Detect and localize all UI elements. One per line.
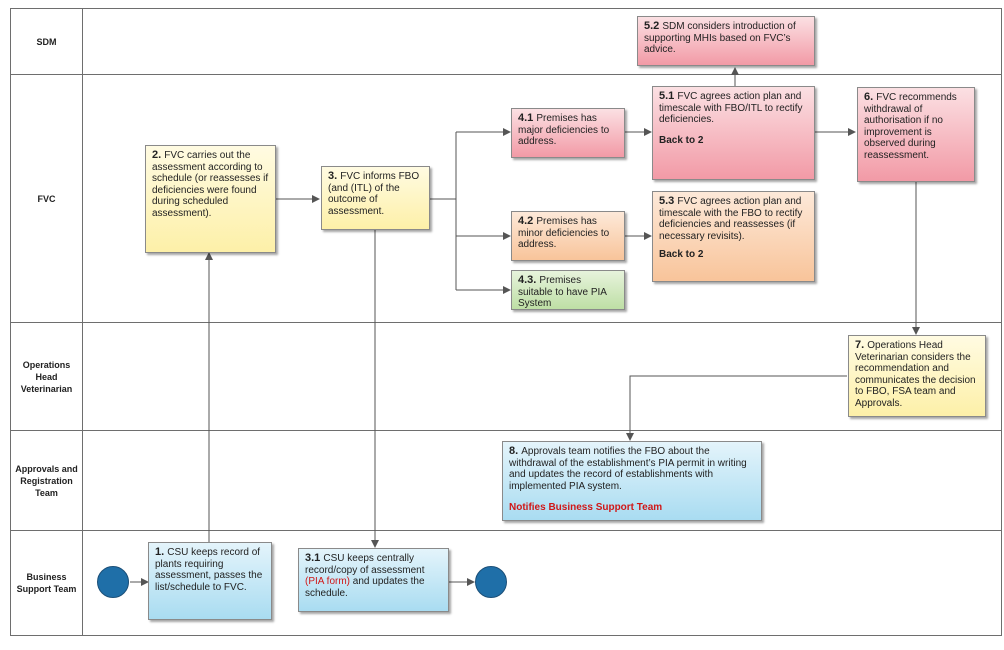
step-8-note: Notifies Business Support Team bbox=[509, 502, 663, 513]
step-3-1-text-a: CSU keeps centrally record/copy of asses… bbox=[305, 553, 425, 576]
step-5-1-text: FVC agrees action plan and timescale wit… bbox=[659, 91, 803, 125]
step-1-number: 1. bbox=[155, 546, 168, 558]
step-1-text: CSU keeps record of plants requiring ass… bbox=[155, 547, 263, 593]
lane-sdm: SDM bbox=[10, 8, 1002, 74]
step-6-text: FVC recommends withdrawal of authorisati… bbox=[864, 92, 957, 161]
step-4-1-number: 4.1 bbox=[518, 112, 537, 124]
step-8-number: 8. bbox=[509, 445, 522, 457]
step-2-number: 2. bbox=[152, 149, 165, 161]
step-3-1-pia-form: (PIA form) bbox=[305, 576, 351, 587]
step-4-2-box: 4.2 Premises has minor deficiencies to a… bbox=[511, 211, 625, 261]
step-4-3-text: Premises suitable to have PIA System bbox=[518, 275, 607, 309]
step-5-3-number: 5.3 bbox=[659, 195, 678, 207]
step-1-box: 1. CSU keeps record of plants requiring … bbox=[148, 542, 272, 620]
step-2-text: FVC carries out the assessment according… bbox=[152, 150, 269, 219]
lane-label-art: Approvals and Registration Team bbox=[11, 431, 83, 530]
step-3-1-text-b: and updates the schedule. bbox=[305, 576, 425, 599]
lane-label-ohv: Operations Head Veterinarian bbox=[11, 323, 83, 430]
lane-label-fvc: FVC bbox=[11, 75, 83, 322]
lane-label-bst: Business Support Team bbox=[11, 531, 83, 635]
step-7-number: 7. bbox=[855, 339, 868, 351]
step-5-1-number: 5.1 bbox=[659, 90, 678, 102]
step-5-3-box: 5.3 FVC agrees action plan and timescale… bbox=[652, 191, 815, 282]
step-8-box: 8. Approvals team notifies the FBO about… bbox=[502, 441, 762, 521]
step-3-1-number: 3.1 bbox=[305, 552, 324, 564]
step-3-box: 3. FVC informs FBO (and (ITL) of the out… bbox=[321, 166, 430, 230]
step-3-text: FVC informs FBO (and (ITL) of the outcom… bbox=[328, 171, 420, 217]
step-5-3-text: FVC agrees action plan and timescale wit… bbox=[659, 196, 803, 242]
step-4-3-box: 4.3. Premises suitable to have PIA Syste… bbox=[511, 270, 625, 310]
step-5-3-back-label: Back to 2 bbox=[659, 249, 704, 260]
step-6-box: 6. FVC recommends withdrawal of authoris… bbox=[857, 87, 975, 182]
start-event bbox=[97, 566, 129, 598]
step-7-text: Operations Head Veterinarian considers t… bbox=[855, 340, 976, 409]
step-5-2-box: 5.2 SDM considers introduction of suppor… bbox=[637, 16, 815, 66]
step-6-number: 6. bbox=[864, 91, 877, 103]
step-8-text: Approvals team notifies the FBO about th… bbox=[509, 446, 747, 492]
step-5-1-box: 5.1 FVC agrees action plan and timescale… bbox=[652, 86, 815, 180]
step-5-2-text: SDM considers introduction of supporting… bbox=[644, 21, 796, 55]
step-4-2-number: 4.2 bbox=[518, 215, 537, 227]
step-4-1-box: 4.1 Premises has major deficiencies to a… bbox=[511, 108, 625, 158]
end-event bbox=[475, 566, 507, 598]
step-3-1-box: 3.1 CSU keeps centrally record/copy of a… bbox=[298, 548, 449, 612]
lane-label-sdm: SDM bbox=[11, 9, 83, 74]
step-3-number: 3. bbox=[328, 170, 341, 182]
step-4-2-text: Premises has minor deficiencies to addre… bbox=[518, 216, 610, 250]
step-7-box: 7. Operations Head Veterinarian consider… bbox=[848, 335, 986, 417]
step-4-1-text: Premises has major deficiencies to addre… bbox=[518, 113, 610, 147]
step-5-1-back-label: Back to 2 bbox=[659, 134, 704, 146]
arrow-7-to-8 bbox=[626, 375, 847, 441]
step-5-2-number: 5.2 bbox=[644, 20, 663, 32]
step-2-box: 2. FVC carries out the assessment accord… bbox=[145, 145, 276, 253]
step-4-3-number: 4.3. bbox=[518, 274, 540, 286]
